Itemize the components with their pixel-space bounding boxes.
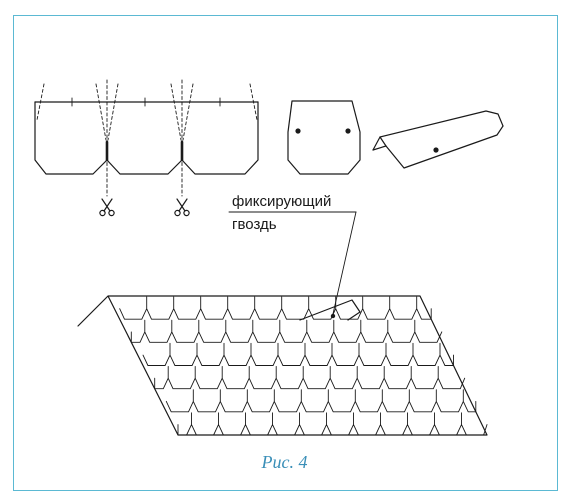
nail-leader-line [332,211,357,315]
ridge-tile [287,100,361,175]
ridge-tile-outline [287,100,361,175]
scissors-icon [99,198,115,217]
shingle-row-6 [177,412,488,436]
nail-label-line1: фиксирующий [232,193,332,210]
roof-shingles [119,296,488,436]
shingle-row-2 [130,319,443,343]
bent-ridge-tile [372,110,504,169]
fold-guide-2 [170,83,194,141]
strip-tile-2 [106,159,183,175]
fold-guide-left [36,83,45,121]
strip-tile-3 [181,101,259,175]
roof-plane [77,295,488,436]
figure-caption: Рис. 4 [261,452,308,472]
shingle-row-4 [154,366,466,390]
fold-guide-1 [95,83,119,141]
bent-tile-ridge [379,110,504,138]
ridge-cap-tile [299,299,361,321]
shingle-row-3 [142,342,454,366]
nail-point-left [295,128,301,134]
nail-point-bent [433,147,439,153]
strip-ticks [71,97,221,107]
nail-label-line2: гвоздь [232,216,277,233]
shingle-row-1 [119,296,432,320]
scissors-icon [174,198,190,217]
shingle-strip [34,79,259,217]
strip-tile-1 [34,101,108,175]
fold-guide-right [249,83,258,121]
bent-tile-face [385,125,504,169]
nail-point-right [345,128,351,134]
roof-nail-point [330,313,336,319]
bent-tile-base [372,145,387,151]
shingle-row-5 [165,389,477,413]
